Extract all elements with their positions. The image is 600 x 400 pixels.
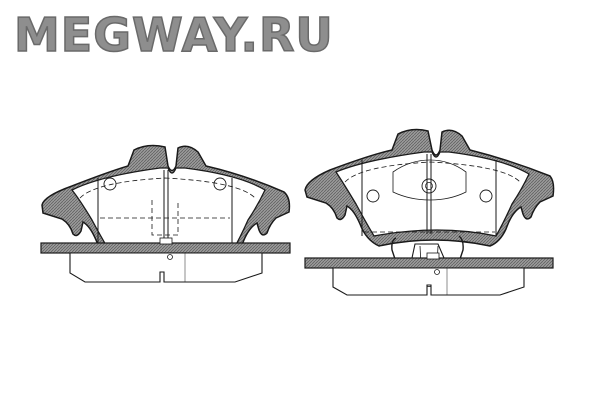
watermark-logo: MEGWAY.RU [13, 7, 334, 63]
right-pad-friction [335, 151, 530, 237]
left-pad-front-view [41, 144, 291, 263]
right-pad-side-view [304, 235, 554, 296]
right-pad-hole-right [479, 189, 493, 203]
left-pad-hole-right [213, 177, 227, 191]
right-pad-front-view [304, 128, 555, 247]
left-pad-side-view [40, 237, 291, 283]
left-pad-hole-left [103, 177, 117, 191]
right-pad-hole-left [366, 189, 380, 203]
